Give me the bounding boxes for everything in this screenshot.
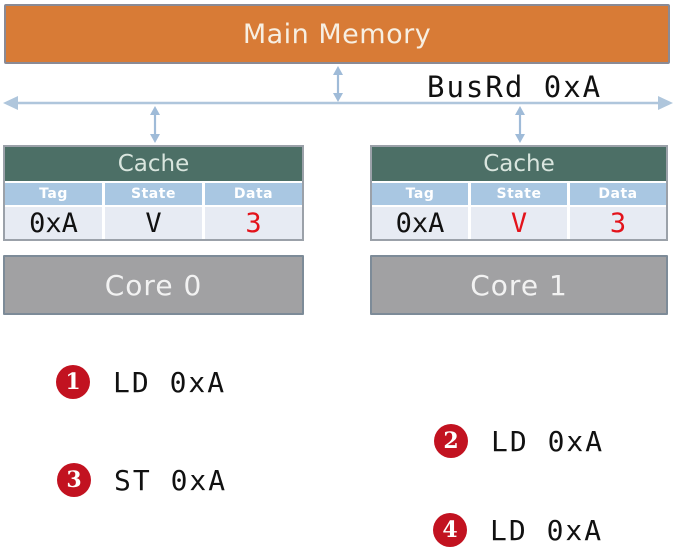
column-header-tag: Tag [372, 183, 468, 205]
operation-4-label: LD 0xA [490, 513, 604, 547]
cache-line-row: 0xA V 3 [5, 207, 302, 239]
step-2-badge: 2 [434, 424, 468, 458]
memory-bus-connector-icon [333, 66, 343, 102]
cache-data-value: 3 [570, 207, 666, 239]
bus-cache1-connector-icon [515, 106, 525, 143]
cache-column-headers: Tag State Data [5, 183, 302, 205]
cache-column-headers: Tag State Data [372, 183, 666, 205]
operation-1-label: LD 0xA [113, 365, 227, 399]
cache-tag-value: 0xA [372, 207, 468, 239]
main-memory-box: Main Memory [4, 4, 670, 64]
core1-box: Core 1 [370, 255, 668, 315]
operation-3: 3 ST 0xA [57, 463, 227, 497]
core1-label: Core 1 [470, 268, 568, 302]
cache-state-value: V [471, 207, 567, 239]
operation-1: 1 LD 0xA [56, 365, 226, 399]
cache-data-value: 3 [205, 207, 302, 239]
operation-2: 2 LD 0xA [434, 424, 604, 458]
cache-title: Cache [5, 147, 302, 181]
main-memory-label: Main Memory [242, 18, 432, 50]
cache-line-row: 0xA V 3 [372, 207, 666, 239]
step-4-badge: 4 [433, 513, 467, 547]
column-header-state: State [105, 183, 202, 205]
cache-title: Cache [372, 147, 666, 181]
cache-table-core0: Cache Tag State Data 0xA V 3 [3, 145, 304, 241]
column-header-state: State [471, 183, 567, 205]
bus-cache0-connector-icon [150, 106, 160, 143]
cache-tag-value: 0xA [5, 207, 102, 239]
operation-3-label: ST 0xA [114, 463, 228, 497]
column-header-data: Data [570, 183, 666, 205]
step-1-badge: 1 [56, 365, 90, 399]
cache-state-value: V [105, 207, 202, 239]
operation-2-label: LD 0xA [491, 424, 605, 458]
operation-4: 4 LD 0xA [433, 513, 603, 547]
bus-transaction-label: BusRd 0xA [427, 70, 603, 104]
core0-label: Core 0 [104, 268, 203, 302]
step-3-badge: 3 [57, 463, 91, 497]
cache-table-core1: Cache Tag State Data 0xA V 3 [370, 145, 668, 241]
column-header-data: Data [205, 183, 302, 205]
core0-box: Core 0 [3, 255, 304, 315]
column-header-tag: Tag [5, 183, 102, 205]
